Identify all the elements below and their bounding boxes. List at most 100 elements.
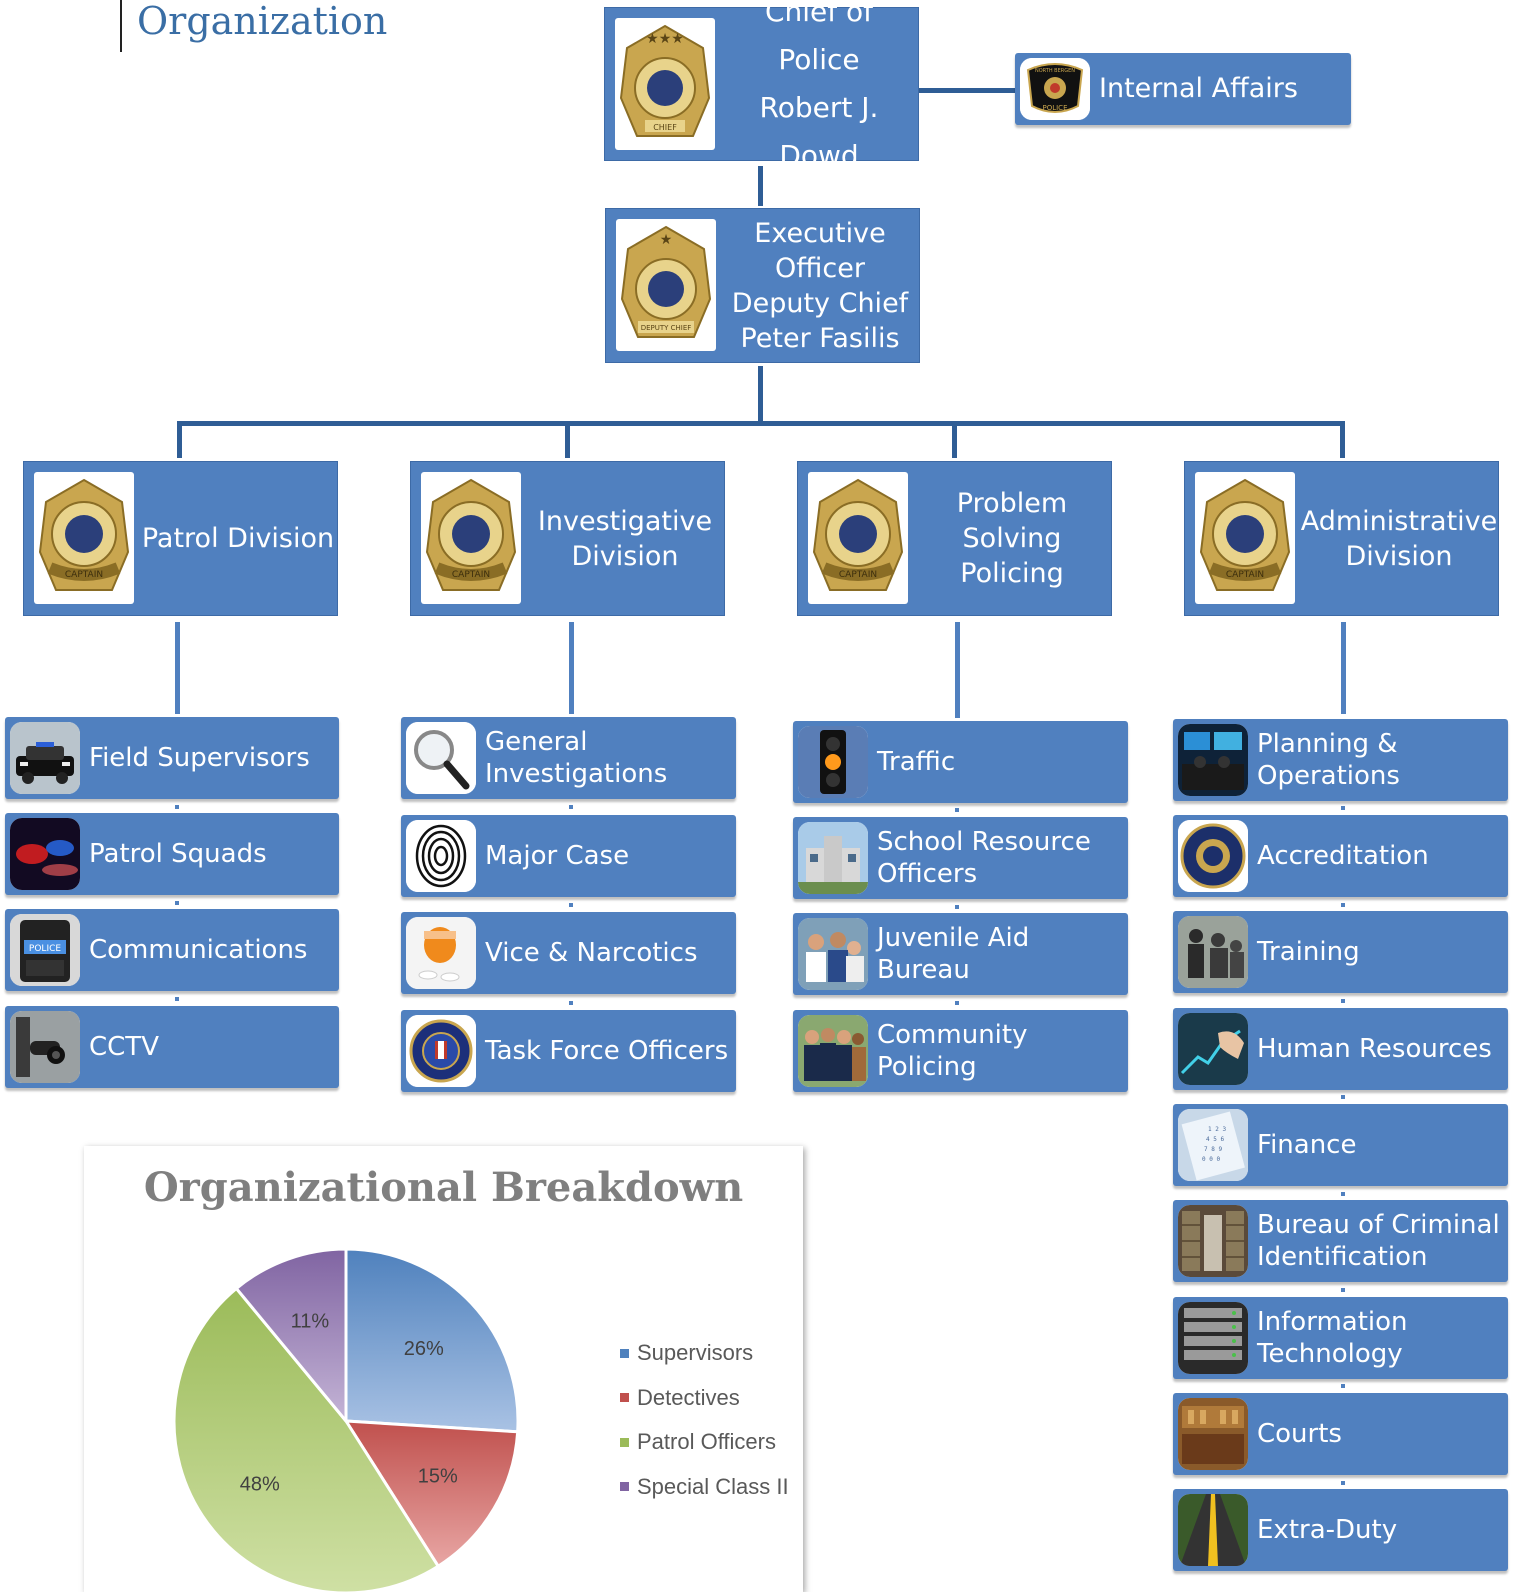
svg-text:POLICE: POLICE xyxy=(29,944,61,954)
unit-human-resources: Human Resources xyxy=(1173,1008,1508,1090)
pie-data-label: 11% xyxy=(291,1311,330,1333)
unit-extra-duty: Extra-Duty xyxy=(1173,1489,1508,1571)
connector-div4 xyxy=(1340,421,1345,458)
fingerprint-icon xyxy=(406,820,476,892)
pie-chart: 26%15%48%11% xyxy=(172,1247,520,1592)
unit-label-line1: Finance xyxy=(1257,1130,1357,1160)
svg-text:CAPTAIN: CAPTAIN xyxy=(65,570,103,580)
division-box-investigative: CAPTAIN Investigative Division xyxy=(410,461,725,616)
fbi-seal-icon xyxy=(406,1015,476,1087)
legend-item: Patrol Officers xyxy=(620,1429,776,1455)
handshake-icon xyxy=(1178,1013,1248,1085)
unit-accreditation: Accreditation xyxy=(1173,815,1508,897)
unit-label: Patrol Squads xyxy=(89,839,267,869)
separator-dot xyxy=(569,1001,573,1005)
division-label-line2: Solving Policing xyxy=(960,523,1064,589)
police-car-icon xyxy=(10,722,80,794)
traffic-light-icon xyxy=(798,726,868,798)
chief-title: Chief of Police xyxy=(764,0,874,76)
pill-bottle-icon xyxy=(406,917,476,989)
unit-major-case: Major Case xyxy=(401,815,736,897)
unit-label-line2: Technology xyxy=(1257,1339,1403,1369)
unit-label-line1: Training xyxy=(1257,937,1360,967)
legend-swatch xyxy=(620,1482,629,1491)
server-rack-icon xyxy=(1178,1302,1248,1374)
separator-dot xyxy=(1341,806,1345,810)
unit-label-line1: Information xyxy=(1257,1307,1408,1337)
unit-label-line1: Accreditation xyxy=(1257,841,1429,871)
unit-field-supervisors: Field Supervisors xyxy=(5,717,339,799)
executive-line3: Deputy Chief xyxy=(731,287,909,319)
division-box-problem-solving: CAPTAIN Problem Solving Policing xyxy=(797,461,1112,616)
separator-dot xyxy=(569,805,573,809)
executive-box: ★ DEPUTY CHIEF Executive Officer Deputy … xyxy=(605,208,920,363)
connector-chief-exec xyxy=(758,166,763,206)
svg-text:0 0 0: 0 0 0 xyxy=(1202,1156,1220,1163)
internal-affairs-label: Internal Affairs xyxy=(1099,73,1298,104)
division-box-administrative: CAPTAIN Administrative Division xyxy=(1184,461,1499,616)
unit-training: Training xyxy=(1173,911,1508,993)
unit-label-line1: Extra-Duty xyxy=(1257,1515,1398,1545)
unit-label-line2: Operations xyxy=(1257,761,1400,791)
file-archive-icon xyxy=(1178,1205,1248,1277)
unit-label-line2: Officers xyxy=(877,859,978,889)
unit-planning-operations: Planning & Operations xyxy=(1173,719,1508,801)
svg-text:POLICE: POLICE xyxy=(1042,104,1067,112)
connector-patrol-units xyxy=(175,622,180,714)
legend-item: Supervisors xyxy=(620,1340,753,1366)
captain-badge-icon: CAPTAIN xyxy=(808,472,908,604)
header-divider xyxy=(120,0,122,52)
connector-div1 xyxy=(177,421,182,458)
unit-courts: Courts xyxy=(1173,1393,1508,1475)
unit-label-line1: Vice & Narcotics xyxy=(485,938,698,968)
separator-dot xyxy=(1341,999,1345,1003)
legend-label: Supervisors xyxy=(637,1340,754,1365)
unit-label: Communications xyxy=(89,935,308,965)
legend-swatch xyxy=(620,1437,629,1447)
legend-item: Special Class II xyxy=(620,1474,789,1500)
unit-label-line1: Juvenile Aid Bureau xyxy=(877,923,1030,985)
unit-label-line1: Traffic xyxy=(877,747,956,777)
legend-swatch xyxy=(620,1348,629,1358)
legend-swatch xyxy=(620,1393,629,1402)
unit-juvenile-aid-bureau: Juvenile Aid Bureau xyxy=(793,913,1128,995)
svg-text:★★★: ★★★ xyxy=(646,31,684,47)
chief-badge-icon: ★★★ CHIEF xyxy=(615,18,715,150)
operations-room-icon xyxy=(1178,724,1248,796)
connector-chief-ia xyxy=(918,88,1016,93)
separator-dot xyxy=(1341,1192,1345,1196)
separator-dot xyxy=(1341,1288,1345,1292)
separator-dot xyxy=(1341,1481,1345,1485)
unit-information-technology: Information Technology xyxy=(1173,1297,1508,1379)
unit-label: CCTV xyxy=(89,1032,159,1062)
svg-text:★: ★ xyxy=(660,232,673,248)
unit-traffic: Traffic xyxy=(793,721,1128,803)
division-label-line1: Patrol Division xyxy=(141,523,335,554)
separator-dot xyxy=(1341,903,1345,907)
connector-admin-units xyxy=(1341,622,1346,714)
police-radio-icon: POLICE xyxy=(10,914,80,986)
unit-label: Field Supervisors xyxy=(89,743,310,773)
kids-group-icon xyxy=(798,918,868,990)
separator-dot xyxy=(175,997,179,1001)
unit-label-line1: Community Policing xyxy=(877,1020,1028,1082)
deputy-chief-badge-icon: ★ DEPUTY CHIEF xyxy=(616,219,716,351)
separator-dot xyxy=(1341,1384,1345,1388)
unit-general-investigations: General Investigations xyxy=(401,717,736,799)
training-officers-icon xyxy=(1178,916,1248,988)
svg-text:CAPTAIN: CAPTAIN xyxy=(452,570,490,580)
svg-text:CAPTAIN: CAPTAIN xyxy=(1226,570,1264,580)
captain-badge-icon: CAPTAIN xyxy=(421,472,521,604)
unit-cctv: CCTV xyxy=(5,1006,339,1088)
unit-communications: POLICE Communications xyxy=(5,909,339,991)
division-label-line1: Investigative xyxy=(537,505,713,537)
captain-badge-icon: CAPTAIN xyxy=(1195,472,1295,604)
unit-label-line1: Courts xyxy=(1257,1419,1342,1449)
connector-div2 xyxy=(565,421,570,458)
svg-text:1 2 3: 1 2 3 xyxy=(1208,1126,1226,1133)
captain-badge-icon: CAPTAIN xyxy=(34,472,134,604)
school-building-icon xyxy=(798,822,868,894)
chief-name: Robert J. Dowd xyxy=(759,91,879,172)
svg-text:CHIEF: CHIEF xyxy=(653,123,677,132)
unit-school-resource-officers: School Resource Officers xyxy=(793,817,1128,899)
